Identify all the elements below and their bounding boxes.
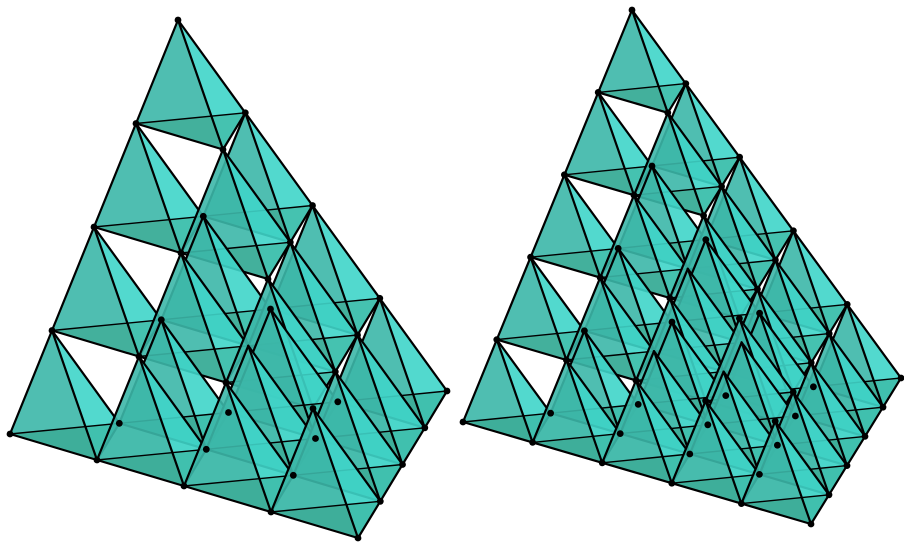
left-vertex-dot	[136, 353, 143, 360]
right-vertex-dot	[460, 419, 467, 426]
right-vertex-dot	[862, 433, 869, 440]
right-vertex-dot	[702, 397, 709, 404]
left-vertex-dot	[377, 498, 384, 505]
left-vertex-dot	[268, 509, 275, 516]
left-vertex-dot	[290, 472, 297, 479]
right-vertex-dot	[738, 500, 745, 507]
right-tetrahedral-stack	[460, 7, 904, 528]
left-vertex-dot	[267, 306, 274, 313]
left-vertex-dot	[332, 368, 339, 375]
left-vertex-dot	[312, 435, 319, 442]
right-vertex-dot	[649, 163, 656, 170]
right-small-tetrahedron	[598, 10, 686, 113]
right-vertex-dot	[547, 410, 554, 417]
left-vertex-dot	[225, 409, 232, 416]
right-vertex-dot	[722, 392, 729, 399]
right-vertex-dot	[790, 389, 797, 396]
right-vertex-dot	[599, 459, 606, 466]
left-vertex-dot	[309, 202, 316, 209]
right-vertex-dot	[756, 310, 763, 317]
right-vertex-dot	[774, 442, 781, 449]
left-vertex-dot	[49, 327, 56, 334]
right-vertex-dot	[595, 89, 602, 96]
right-vertex-dot	[844, 301, 851, 308]
right-vertex-dot	[772, 418, 779, 425]
left-vertex-dot	[354, 332, 361, 339]
right-vertex-dot	[792, 413, 799, 420]
right-vertex-dot	[700, 212, 707, 219]
left-vertex-dot	[7, 431, 14, 438]
left-vertex-dot	[242, 109, 249, 116]
left-vertex-dot	[334, 398, 341, 405]
right-vertex-dot	[581, 327, 588, 334]
right-vertex-dot	[666, 295, 673, 302]
left-small-tetrahedron	[94, 124, 203, 254]
left-small-tetrahedron	[52, 227, 161, 357]
left-vertex-dot	[355, 535, 362, 542]
right-vertex-dot	[702, 236, 709, 243]
left-vertex-dot	[287, 239, 294, 246]
right-vertex-dot	[772, 257, 779, 264]
right-vertex-dot	[756, 471, 763, 478]
right-vertex-dot	[563, 357, 570, 364]
left-small-tetrahedron	[10, 331, 119, 461]
left-vertex-dot	[94, 457, 101, 464]
left-tetrahedral-stack	[7, 17, 451, 542]
left-vertex-dot	[203, 446, 210, 453]
right-vertex-dot	[808, 359, 815, 366]
left-vertex-dot	[116, 420, 123, 427]
right-vertex-dot	[704, 421, 711, 428]
left-vertex-dot	[265, 276, 272, 283]
tetra-back-face	[136, 20, 245, 124]
right-vertex-dot	[615, 245, 622, 252]
right-small-tetrahedron	[531, 175, 619, 278]
right-vertex-dot	[718, 183, 725, 190]
right-vertex-dot	[808, 521, 815, 528]
right-vertex-dot	[754, 286, 761, 293]
right-vertex-dot	[844, 462, 851, 469]
right-vertex-dot	[880, 404, 887, 411]
right-vertex-dot	[629, 7, 636, 14]
right-vertex-dot	[669, 319, 676, 326]
left-vertex-dot	[399, 461, 406, 468]
right-small-tetrahedron	[497, 257, 585, 360]
right-vertex-dot	[631, 192, 638, 199]
right-vertex-dot	[682, 80, 689, 87]
right-vertex-dot	[617, 430, 624, 437]
right-vertex-dot	[561, 171, 568, 178]
right-vertex-dot	[527, 254, 534, 261]
left-vertex-dot	[310, 405, 317, 412]
right-vertex-dot	[633, 377, 640, 384]
left-vertex-dot	[200, 213, 207, 220]
left-vertex-dot	[133, 120, 140, 127]
right-small-tetrahedron	[564, 92, 652, 195]
left-vertex-dot	[421, 424, 428, 431]
right-vertex-dot	[736, 315, 743, 322]
right-vertex-dot	[493, 336, 500, 343]
right-vertex-dot	[597, 274, 604, 281]
right-vertex-dot	[826, 491, 833, 498]
right-vertex-dot	[664, 109, 671, 116]
left-vertex-dot	[223, 379, 230, 386]
left-vertex-dot	[444, 388, 451, 395]
left-vertex-dot	[181, 483, 188, 490]
right-vertex-dot	[635, 401, 642, 408]
left-vertex-dot	[175, 17, 182, 24]
right-vertex-dot	[668, 480, 675, 487]
left-vertex-dot	[158, 316, 165, 323]
right-vertex-dot	[686, 451, 693, 458]
right-vertex-dot	[826, 330, 833, 337]
left-vertex-dot	[178, 250, 185, 257]
right-vertex-dot	[529, 439, 536, 446]
right-vertex-dot	[736, 154, 743, 161]
right-small-tetrahedron	[463, 340, 551, 443]
left-vertex-dot	[91, 224, 98, 231]
right-vertex-dot	[810, 383, 817, 390]
right-vertex-dot	[790, 227, 797, 234]
left-vertex-dot	[376, 295, 383, 302]
left-small-tetrahedron	[136, 20, 245, 150]
left-vertex-dot	[220, 146, 227, 153]
